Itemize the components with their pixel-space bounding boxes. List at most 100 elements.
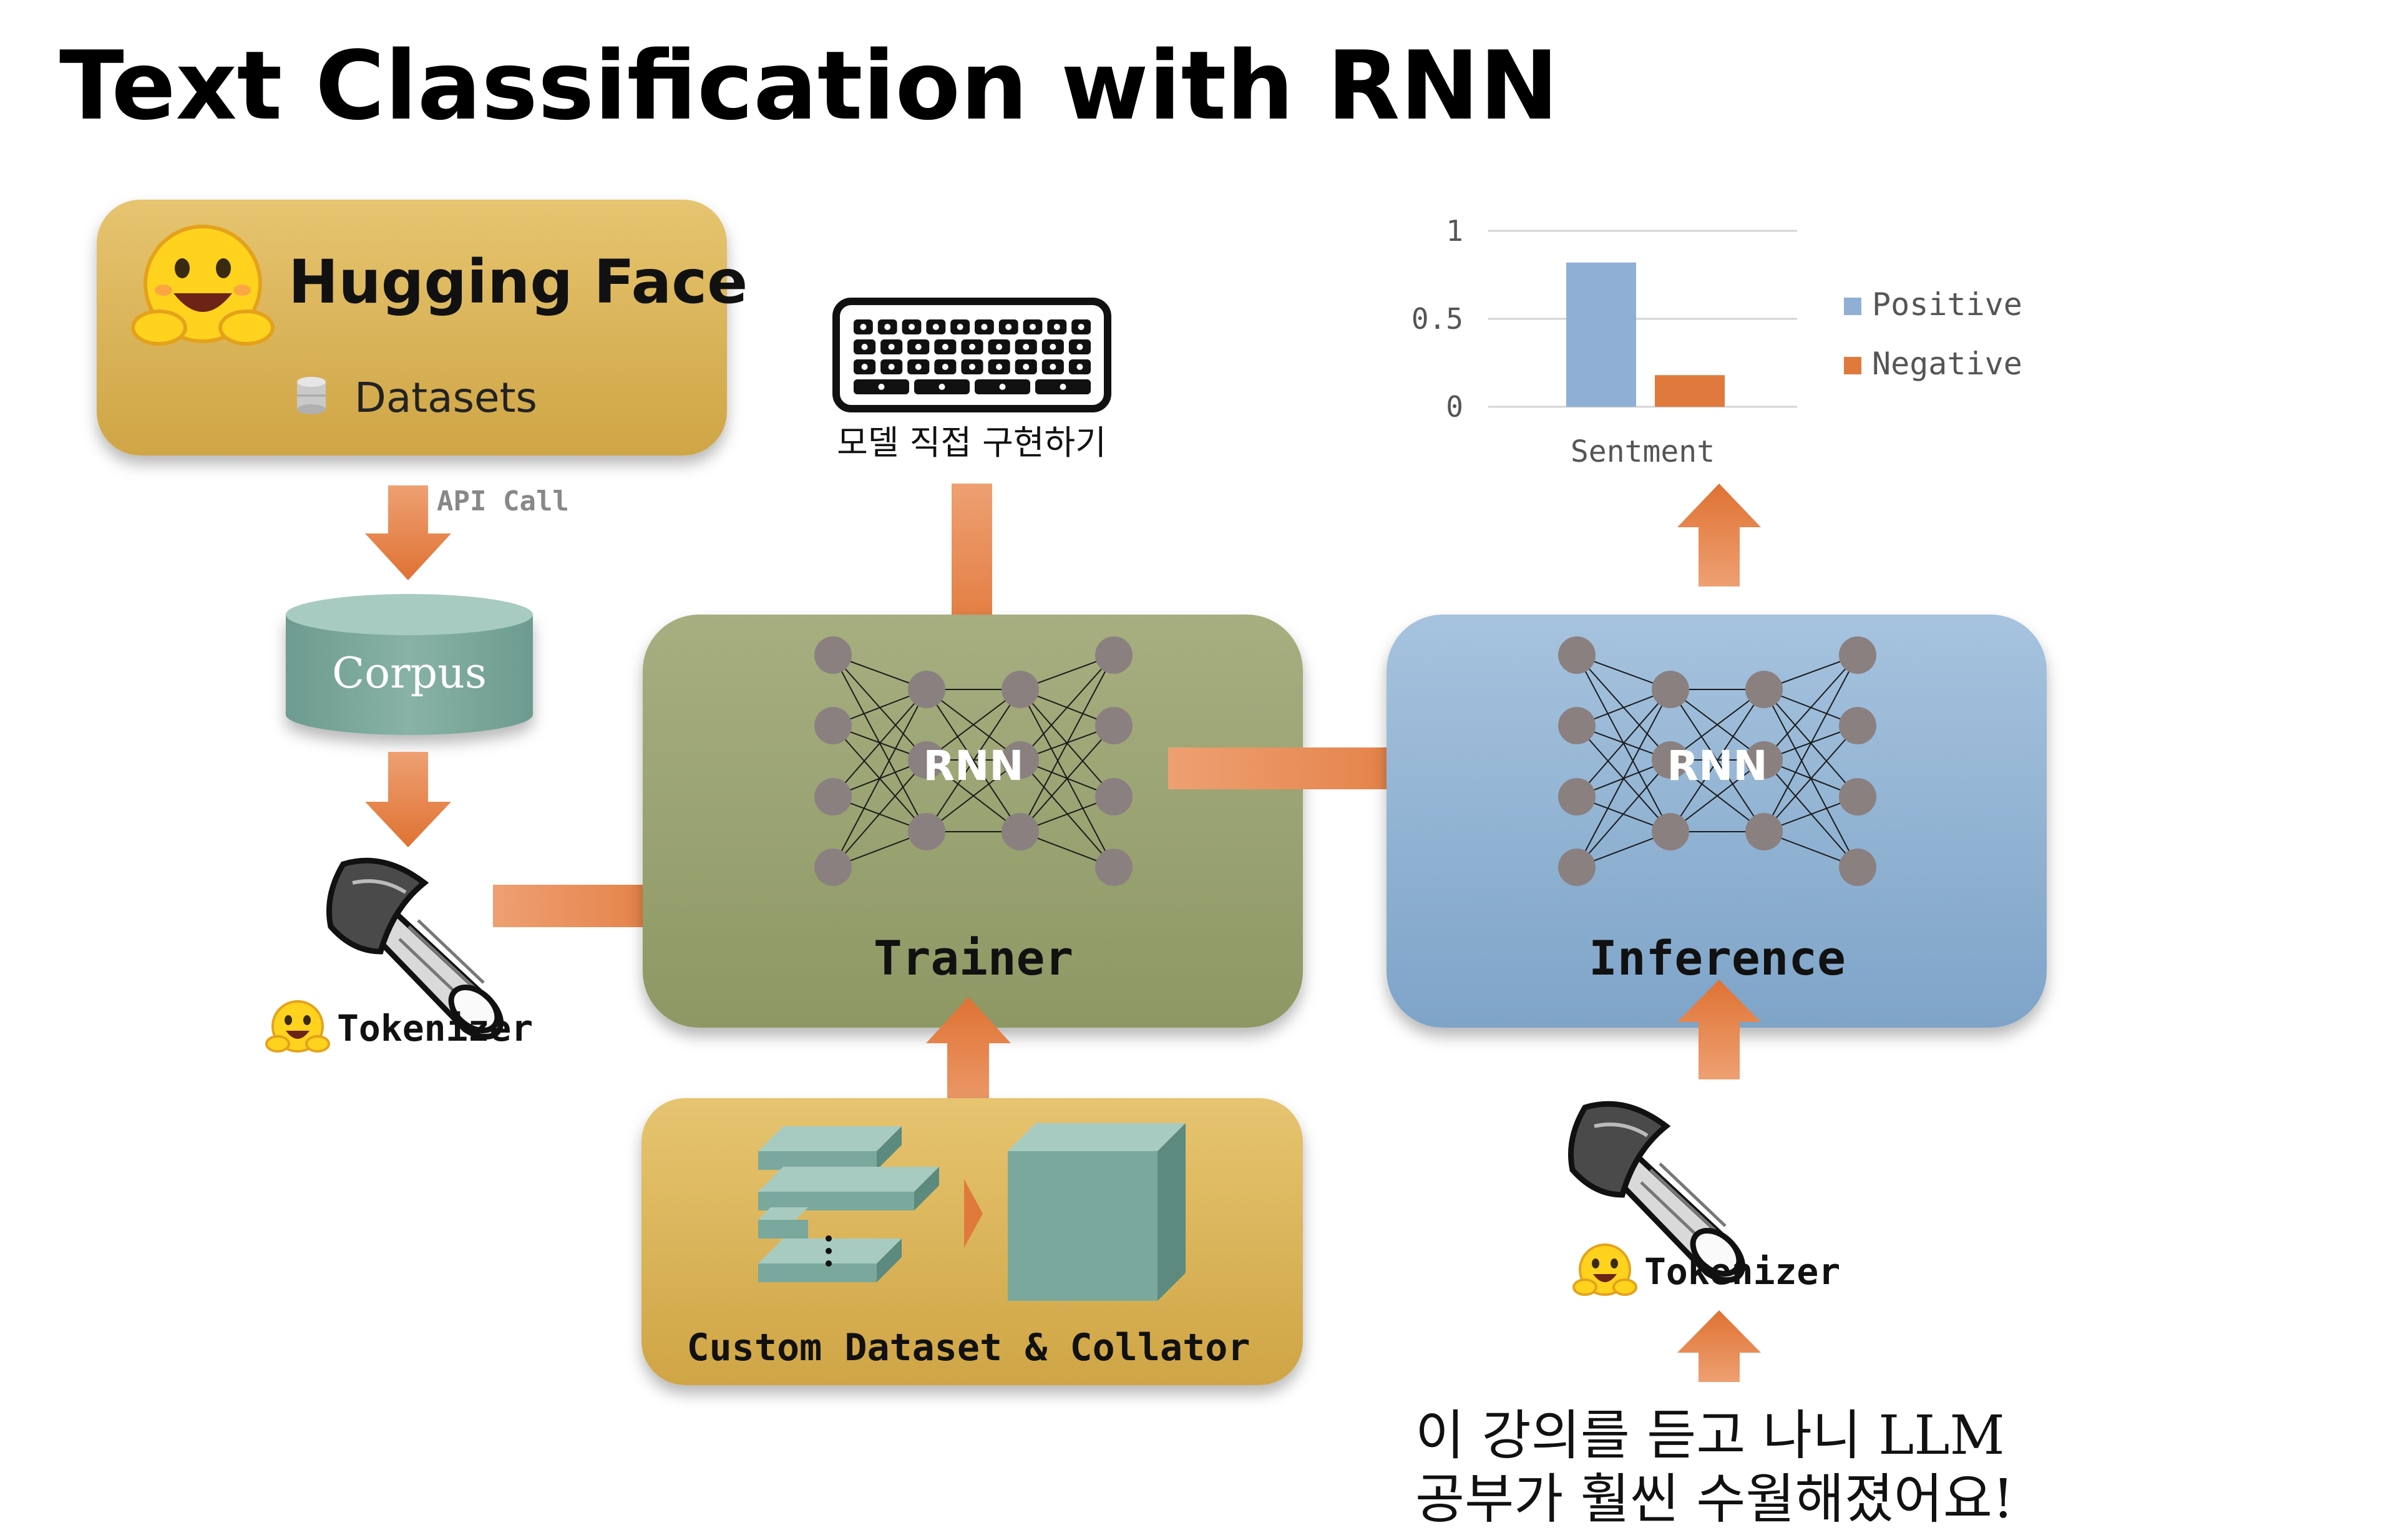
chart-legend-swatch (1844, 298, 1861, 315)
inference-box: RNN Inference (1387, 615, 2047, 1028)
keyboard-key-dot (942, 344, 948, 350)
keyboard-key-dot (1030, 324, 1036, 330)
data-slices-icon (758, 1126, 939, 1282)
arrow-keyboard-to-trainer (927, 484, 1016, 668)
network-edge (1020, 655, 1114, 832)
keyboard-key-dot (1053, 324, 1060, 330)
inference-network-icon (1558, 636, 1876, 886)
network-node (1839, 707, 1876, 744)
tokenizer-label-right: Tokenizer (1644, 1250, 1840, 1293)
chart-bar-negative (1655, 375, 1725, 407)
keyboard-key-dot (1076, 364, 1083, 370)
keyboard-key-dot (996, 364, 1003, 370)
network-node (1095, 849, 1133, 886)
arrow-hf-to-corpus (365, 485, 451, 580)
network-node (1745, 671, 1783, 708)
datasets-label: Datasets (354, 374, 537, 422)
cube-icon (1008, 1123, 1186, 1301)
network-edge (1670, 689, 1765, 761)
arrow-dataset-to-trainer (926, 997, 1011, 1123)
trainer-network-icon (814, 636, 1133, 886)
trainer-network-label: RNN (923, 742, 1023, 790)
keyboard-icon (832, 298, 1111, 412)
network-node (1745, 741, 1783, 779)
input-sentence-line2: 공부가 훨씬 수월해졌어요! (1415, 1468, 2014, 1531)
keyboard-key-dot (888, 344, 895, 350)
arrow-corpus-to-tokenizer (365, 752, 451, 847)
keyboard-key-dot (1050, 364, 1056, 370)
network-node (1745, 813, 1783, 850)
network-node (1558, 778, 1596, 815)
keyboard-key-dot (1076, 344, 1083, 350)
keyboard-key-dot (969, 364, 975, 370)
network-node (1652, 671, 1689, 708)
network-node (1839, 849, 1876, 886)
keyboard-key-dot (1023, 344, 1030, 350)
chart-y-tick-label: 0.5 (1411, 302, 1463, 336)
corpus-cylinder: Corpus (286, 594, 533, 735)
keyboard-key-dot (915, 344, 922, 350)
database-icon (297, 377, 326, 414)
keyboard-key-dot (969, 344, 975, 350)
network-node (1839, 636, 1876, 674)
network-edge (1763, 725, 1858, 832)
custom-dataset-box: Custom Dataset & Collator (641, 1098, 1303, 1385)
network-edge (1576, 689, 1671, 868)
keyboard-key-dot (909, 324, 915, 330)
chart-bar-positive (1566, 262, 1636, 407)
huggingface-logo-icon (131, 225, 275, 346)
huggingface-box: Hugging Face Datasets (97, 200, 748, 455)
network-node (908, 813, 945, 850)
network-node (908, 741, 945, 779)
input-sentence-line1: 이 강의를 듣고 나니 LLM (1415, 1404, 2005, 1467)
keyboard-key-dot (878, 384, 885, 390)
network-node (1558, 849, 1596, 886)
network-node (1558, 636, 1596, 674)
network-edge (1576, 759, 1671, 868)
network-edge (1670, 689, 1765, 832)
keyboard-key-dot (1023, 364, 1030, 370)
network-edge (926, 689, 1021, 832)
keyboard-key-dot (915, 364, 922, 370)
keyboard-key-dot (957, 324, 963, 330)
page-title: Text Classification with RNN (59, 31, 1559, 141)
keyboard-key-dot (942, 364, 948, 370)
keyboard-caption: 모델 직접 구현하기 (837, 423, 1106, 462)
network-node (1002, 813, 1039, 850)
chart-legend-label: Positive (1872, 286, 2022, 323)
arrow-tokenizer-to-inference (1677, 980, 1761, 1079)
chart-legend-swatch (1844, 357, 1861, 374)
network-node (1652, 741, 1689, 779)
network-node (814, 778, 852, 815)
axe-icon (326, 857, 504, 1040)
network-node (814, 707, 852, 744)
network-node (1002, 741, 1039, 779)
network-edge (832, 759, 927, 868)
huggingface-name: Hugging Face (288, 247, 748, 317)
chart-y-tick-label: 1 (1446, 214, 1463, 248)
hf-small-icon-right (1572, 1244, 1637, 1296)
keyboard-key-dot (884, 324, 891, 330)
network-edge (1576, 689, 1671, 797)
chart-x-label: Sentment (1571, 434, 1715, 469)
arrow-sentence-to-tokenizer (1677, 1310, 1761, 1382)
network-node (814, 849, 852, 886)
network-node (1839, 778, 1876, 815)
trainer-label: Trainer (874, 930, 1073, 986)
network-edge (1670, 759, 1765, 832)
keyboard-key-dot (861, 344, 868, 350)
network-node (1002, 671, 1039, 708)
small-arrow-icon (964, 1179, 983, 1248)
network-node (908, 671, 945, 708)
custom-dataset-label: Custom Dataset & Collator (686, 1326, 1250, 1370)
keyboard-key-dot (1078, 324, 1085, 330)
keyboard-key-dot (999, 384, 1006, 390)
network-edge (1020, 655, 1114, 761)
network-node (1652, 813, 1689, 850)
tokenizer-label-left: Tokenizer (337, 1007, 533, 1049)
network-edge (926, 689, 1021, 761)
arrow-inference-to-chart (1677, 484, 1761, 586)
trainer-box: RNN Trainer (643, 615, 1303, 1028)
